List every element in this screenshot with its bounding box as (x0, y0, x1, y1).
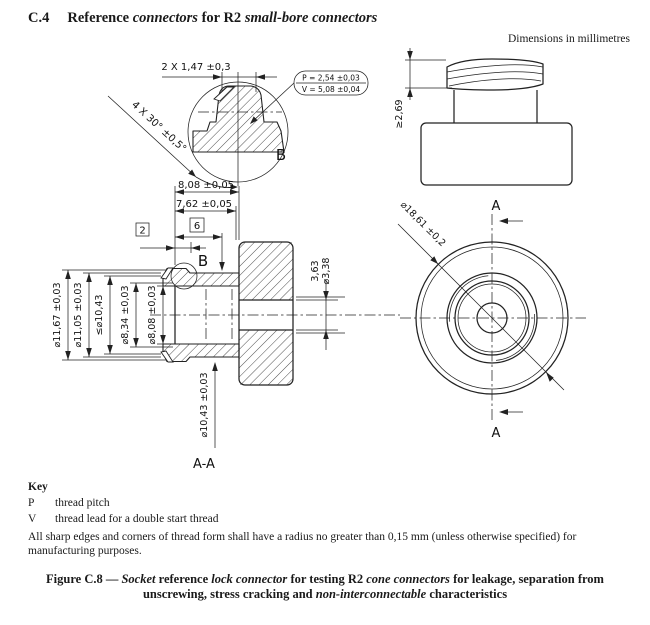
section-title-italic2: small-bore connectors (244, 10, 378, 26)
front-view: A A ⌀18,61 ±0,2 (397, 199, 586, 441)
detail-b-marker-circle (170, 262, 198, 290)
key-note: All sharp edges and corners of thread fo… (28, 531, 577, 557)
dim-flank-angle: 4 X 30° ±0,5° (129, 100, 188, 155)
callout-pitch: P = 2,54 ±0,03 (302, 74, 360, 83)
dim-depth-3-63: 3,63 (310, 260, 321, 281)
section-label-top: A (492, 199, 501, 214)
dim-boxed-2: 2 (139, 226, 145, 237)
dim-dia-max-10-43: ≤⌀10,43 (94, 295, 105, 336)
key-block: Key P thread pitch V thread lead for a d… (28, 481, 632, 558)
dim-boxed-6: 6 (194, 221, 200, 232)
dim-dia-8-08: ⌀8,08 ±0,03 (147, 285, 158, 344)
key-item-p: P thread pitch (28, 497, 632, 509)
section-title-part1: Reference (67, 10, 133, 26)
section-number: C.4 (28, 10, 50, 26)
dim-dia-8-34: ⌀8,34 ±0,03 (120, 285, 131, 344)
thread-crest-notch (213, 86, 236, 102)
side-elevation-view: ≥2,69 (394, 48, 573, 186)
caption-italic4: non-interconnectable (315, 587, 427, 601)
section-label-bottom: A (492, 426, 501, 441)
body-block-section (238, 241, 294, 386)
collar-lower-wall (162, 343, 240, 363)
caption-mid2: for testing R2 (287, 572, 367, 586)
key-title: Key (28, 481, 48, 493)
collar-upper-wall (162, 267, 240, 287)
caption-prefix: Figure C.8 — (46, 572, 122, 586)
caption-italic2: lock connector (211, 572, 288, 586)
dim-crest-width: 2 X 1,47 ±0,3 (161, 62, 230, 73)
dim-dia-11-05: ⌀11,05 ±0,03 (73, 282, 84, 347)
caption-mid1: reference (155, 572, 212, 586)
figure-caption: Figure C.8 — Socket reference lock conne… (25, 572, 625, 602)
dim-outer-diameter: ⌀18,61 ±0,2 (398, 199, 448, 249)
dim-dia-10-43: ⌀10,43 ±0,03 (199, 372, 210, 437)
connector-body (420, 122, 573, 186)
detail-b-view: 2 X 1,47 ±0,3 4 X 30° ±0,5° P = 2,54 ±0,… (107, 62, 369, 190)
caption-mid3: for leakage, separation from unscrewing,… (142, 572, 604, 601)
section-title-italic1: connectors (132, 10, 198, 26)
external-thread (446, 58, 544, 91)
dim-thread-length: ≥2,69 (394, 99, 405, 128)
key-item-v: V thread lead for a double start thread (28, 513, 632, 525)
dimensions-note: Dimensions in millimetres (507, 33, 630, 45)
callout-lead: V = 5,08 ±0,04 (302, 85, 360, 94)
thread-profile-section (192, 85, 285, 153)
dim-dia-3-38: ⌀3,38 (321, 258, 332, 285)
pitch-callout-bubble (293, 70, 369, 96)
section-a-a-view: B 8,08 ±0,05 7,62 ±0,05 6 2 (52, 180, 400, 472)
key-symbol-p: P (28, 497, 35, 509)
caption-suffix: characteristics (426, 587, 508, 601)
detail-b-reference: B (198, 252, 208, 270)
detail-b-label: B (276, 146, 286, 164)
key-symbol-v: V (28, 513, 37, 525)
section-heading: C.4 Reference connectors for R2 small-bor… (28, 10, 377, 27)
dim-depth-outer: 8,08 ±0,05 (178, 180, 234, 191)
caption-italic1: Socket (121, 572, 156, 586)
key-desc-p: thread pitch (55, 497, 110, 509)
dim-depth-inner: 7,62 ±0,05 (176, 199, 232, 210)
key-desc-v: thread lead for a double start thread (55, 513, 219, 525)
dim-dia-11-67: ⌀11,67 ±0,03 (52, 282, 63, 347)
section-name: A-A (193, 457, 215, 472)
section-title-part2: for R2 (197, 10, 245, 26)
caption-italic3: cone connectors (366, 572, 450, 586)
